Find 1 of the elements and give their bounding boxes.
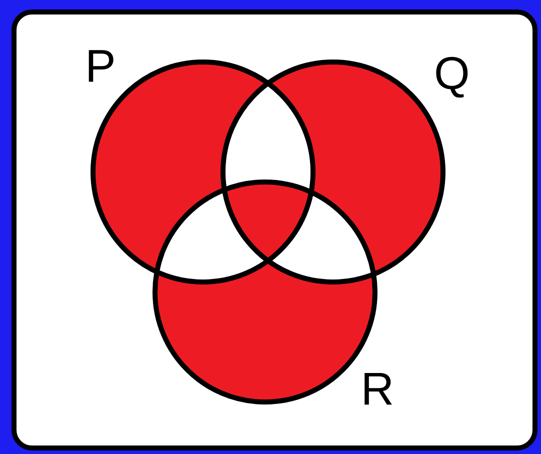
node-label: Q	[436, 56, 468, 98]
